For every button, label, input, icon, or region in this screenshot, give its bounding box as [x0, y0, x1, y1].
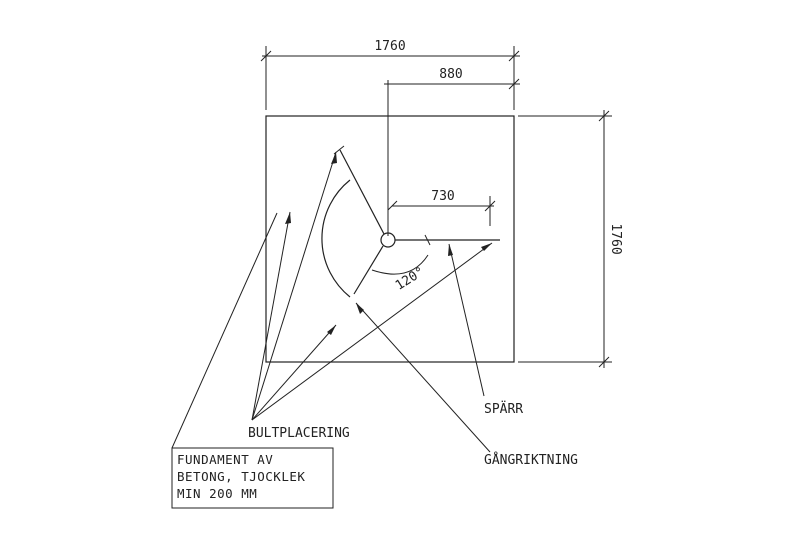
dimension-overall-width-label: 1760 — [374, 39, 405, 54]
dimension-offset-label: 730 — [431, 189, 454, 204]
dimension-overall-width: 1760 — [260, 39, 520, 110]
dimension-overall-height: 1760 — [518, 110, 623, 368]
stair-edge-upper — [339, 149, 385, 235]
bolt-placement-leaders — [251, 151, 493, 421]
dimension-offset: 730 — [387, 189, 496, 226]
angle-arc — [371, 254, 429, 275]
rafter-leader — [448, 243, 485, 397]
foundation-square — [265, 115, 515, 363]
angle-label: 120° — [393, 264, 428, 293]
rafter-label: SPÄRR — [484, 401, 523, 417]
walking-direction-label: GÅNGRIKTNING — [484, 452, 578, 468]
dimension-half-width-label: 880 — [439, 67, 462, 82]
stair-edge-lower — [353, 245, 384, 295]
stair-sweep-arc — [321, 179, 351, 298]
foundation-note-line1: FUNDAMENT AV — [177, 452, 273, 467]
foundation-note-line2: BETONG, TJOCKLEK — [177, 469, 305, 484]
dimension-half-width: 880 — [384, 67, 520, 236]
foundation-note: FUNDAMENT AV BETONG, TJOCKLEK MIN 200 MM — [171, 212, 334, 509]
bolt-placement-label: BULTPLACERING — [248, 426, 350, 441]
foundation-note-line3: MIN 200 MM — [177, 486, 257, 501]
walking-direction-leader — [355, 302, 491, 453]
dimension-overall-height-label: 1760 — [608, 223, 623, 254]
